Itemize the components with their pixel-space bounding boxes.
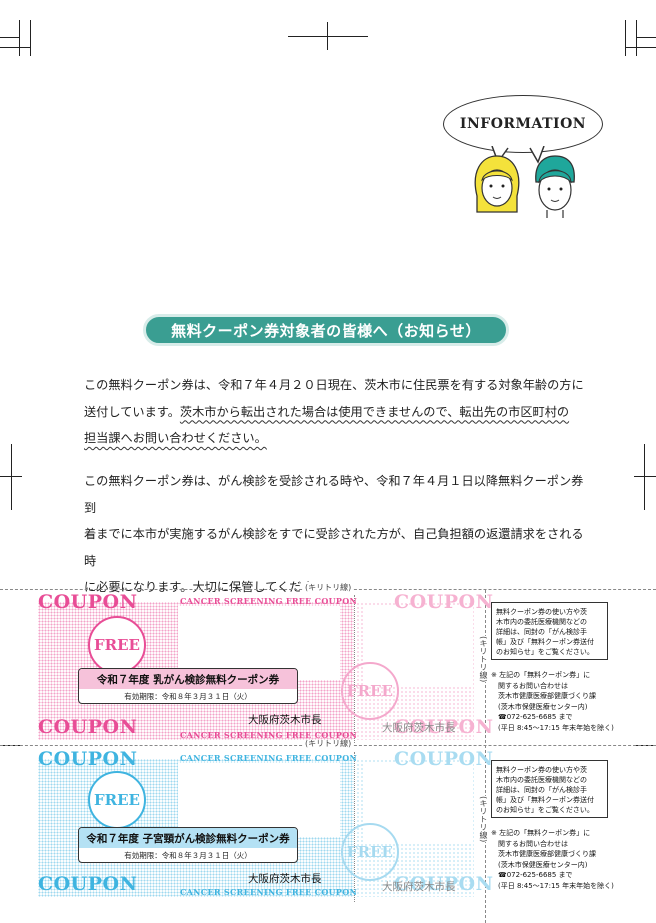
- information-text: INFORMATION: [459, 116, 587, 132]
- paragraph-line: 送付しています。茨木市から転出された場合は使用できませんので、転出先の市区町村の: [84, 399, 584, 426]
- info-line: のお知らせ」をご覧ください。: [496, 648, 594, 656]
- coupon-label: 令和７年度 乳がん検診無料クーポン券 有効期限：令和８年３月３１日（火）: [78, 668, 298, 704]
- coupon-word-stub-top: COUPON: [394, 591, 494, 613]
- coupon-word-bottom: COUPON: [38, 716, 138, 738]
- paragraph-text: 送付しています。: [84, 404, 180, 419]
- contact-line: 茨木市健康医療部健康づくり課: [491, 850, 596, 858]
- transfer-warning-text: 担当課へお問い合わせください。: [84, 431, 267, 445]
- page-title-text: 無料クーポン券対象者の皆様へ（お知らせ）: [171, 321, 481, 340]
- usage-info-box: 無料クーポン券の使い方や茨 木市内の委託医療機関などの 詳細は、同封の「がん検診…: [491, 760, 608, 818]
- coupon-title: 令和７年度 子宮頸がん検診無料クーポン券: [79, 828, 297, 848]
- info-line: 木市内の委託医療機関などの: [496, 618, 587, 626]
- contact-line: ☎072-625-6685 まで: [491, 871, 573, 879]
- notice-paragraph-2: この無料クーポン券は、がん検診を受診される時や、令和７年４月１日以降無料クーポン…: [84, 468, 584, 601]
- page-title: 無料クーポン券対象者の皆様へ（お知らせ）: [143, 314, 509, 346]
- coupon-word-top: COUPON: [38, 748, 138, 770]
- crop-mark: [30, 20, 31, 56]
- cut-line-vertical: [485, 590, 486, 923]
- coupon-issuer: 大阪府茨木市長: [248, 714, 322, 726]
- crop-mark: [327, 22, 328, 50]
- breast-cancer-coupon: COUPON COUPON COUPON COUPON CANCER SCREE…: [38, 591, 493, 740]
- contact-line: (平日 8:45～17:15 年末年始を除く): [491, 723, 614, 732]
- coupon-issuer: 大阪府茨木市長: [248, 873, 322, 885]
- contact-info: ※ 左記の「無料クーポン券」に 関するお問い合わせは 茨木市健康医療部健康づくり…: [491, 828, 616, 891]
- coupon-label: 令和７年度 子宮頸がん検診無料クーポン券 有効期限：令和８年３月３１日（火）: [78, 827, 298, 863]
- cut-line-label: (キリトリ線): [303, 738, 354, 749]
- coupon-expiry: 有効期限：令和８年３月３１日（火）: [124, 850, 252, 860]
- crop-mark: [636, 20, 637, 56]
- cut-line-label-vertical: (キリトリ線): [478, 636, 489, 683]
- woman-face-icon: [474, 155, 520, 213]
- cancer-screening-label-bottom: CANCER SCREENING FREE COUPON: [180, 887, 358, 897]
- paragraph-line: に必要になります。大切に保管してください。: [84, 580, 338, 594]
- paragraph-line: 担当課へお問い合わせください。: [84, 425, 584, 452]
- contact-line: (茨木市保健医療センター内): [491, 702, 588, 711]
- info-line: 帳」及び「無料クーポン券送付: [496, 796, 594, 804]
- transfer-warning-text: 茨木市から転出された場合は使用できませんので、転出先の市区町村の: [179, 404, 570, 419]
- man-face-icon: [535, 155, 575, 218]
- contact-line: 茨木市健康医療部健康づくり課: [491, 692, 596, 700]
- contact-line: (平日 8:45～17:15 年末年始を除く): [491, 881, 614, 890]
- cancer-screening-label-bottom: CANCER SCREENING FREE COUPON: [180, 730, 358, 740]
- contact-info: ※ 左記の「無料クーポン券」に 関するお問い合わせは 茨木市健康医療部健康づくり…: [491, 670, 616, 733]
- free-badge: FREE: [88, 771, 146, 829]
- contact-line: 関するお問い合わせは: [491, 681, 568, 690]
- info-line: 無料クーポン券の使い方や茨: [496, 766, 587, 774]
- crop-mark: [288, 36, 368, 37]
- contact-line: ※ 左記の「無料クーポン券」に: [491, 829, 591, 837]
- contact-line: (茨木市保健医療センター内): [491, 860, 588, 869]
- coupon-expiry: 有効期限：令和８年３月３１日（火）: [124, 691, 252, 701]
- cut-line-label-vertical: (キリトリ線): [478, 796, 489, 843]
- coupon-word-stub-top: COUPON: [394, 748, 494, 770]
- info-line: 帳」及び「無料クーポン券送付: [496, 638, 594, 646]
- crop-mark: [636, 37, 656, 38]
- free-badge-text: FREE: [347, 682, 393, 700]
- coupon-word-stub-bottom: COUPON: [394, 873, 494, 895]
- notice-paragraph-1: この無料クーポン券は、令和７年４月２０日現在、茨木市に住民票を有する対象年齢の方…: [84, 372, 584, 452]
- coupon-word-stub-bottom: COUPON: [394, 716, 494, 738]
- coupon-blank-area: [178, 763, 340, 837]
- coupon-word-bottom: COUPON: [38, 873, 138, 895]
- crop-mark: [11, 444, 12, 510]
- coupon-issuer-stub: 大阪府茨木市長: [382, 722, 456, 734]
- paragraph-line: この無料クーポン券は、令和７年４月２０日現在、茨木市に住民票を有する対象年齢の方…: [84, 378, 584, 392]
- crop-mark: [626, 47, 656, 48]
- crop-mark: [625, 20, 626, 56]
- crop-mark: [0, 47, 30, 48]
- paragraph-line: 着までに本市が実施するがん検診をすでに受診された方が、自己負担額の返還請求をされ…: [84, 527, 584, 568]
- info-line: 詳細は、同封の「がん検診手: [496, 628, 587, 636]
- cut-line-label: (キリトリ線): [303, 582, 354, 593]
- free-badge: FREE: [88, 616, 146, 674]
- free-badge-text: FREE: [347, 843, 393, 861]
- contact-line: ☎072-625-6685 まで: [491, 713, 573, 721]
- free-badge-stub: FREE: [341, 662, 399, 720]
- coupon-word-top: COUPON: [38, 591, 138, 613]
- free-badge-text: FREE: [94, 791, 140, 809]
- coupon-title: 令和７年度 乳がん検診無料クーポン券: [79, 669, 297, 689]
- info-line: 詳細は、同封の「がん検診手: [496, 786, 587, 794]
- info-line: 無料クーポン券の使い方や茨: [496, 608, 587, 616]
- coupon-blank-area: [178, 606, 340, 680]
- paragraph-line: この無料クーポン券は、がん検診を受診される時や、令和７年４月１日以降無料クーポン…: [84, 474, 584, 515]
- crop-mark: [0, 37, 20, 38]
- cancer-screening-label-top: CANCER SCREENING FREE COUPON: [180, 596, 358, 606]
- free-badge-stub: FREE: [341, 823, 399, 881]
- info-line: のお知らせ」をご覧ください。: [496, 806, 594, 814]
- usage-info-box: 無料クーポン券の使い方や茨 木市内の委託医療機関などの 詳細は、同封の「がん検診…: [491, 602, 608, 660]
- contact-line: ※ 左記の「無料クーポン券」に: [491, 671, 591, 679]
- contact-line: 関するお問い合わせは: [491, 839, 568, 848]
- crop-mark: [634, 476, 656, 477]
- info-line: 木市内の委託医療機関などの: [496, 776, 587, 784]
- crop-mark: [644, 444, 645, 510]
- crop-mark: [19, 20, 20, 56]
- coupon-issuer-stub: 大阪府茨木市長: [382, 881, 456, 893]
- information-bubble: INFORMATION: [443, 95, 603, 153]
- cancer-screening-label-top: CANCER SCREENING FREE COUPON: [180, 753, 358, 763]
- cervical-cancer-coupon: COUPON COUPON COUPON COUPON CANCER SCREE…: [38, 748, 493, 897]
- free-badge-text: FREE: [94, 636, 140, 654]
